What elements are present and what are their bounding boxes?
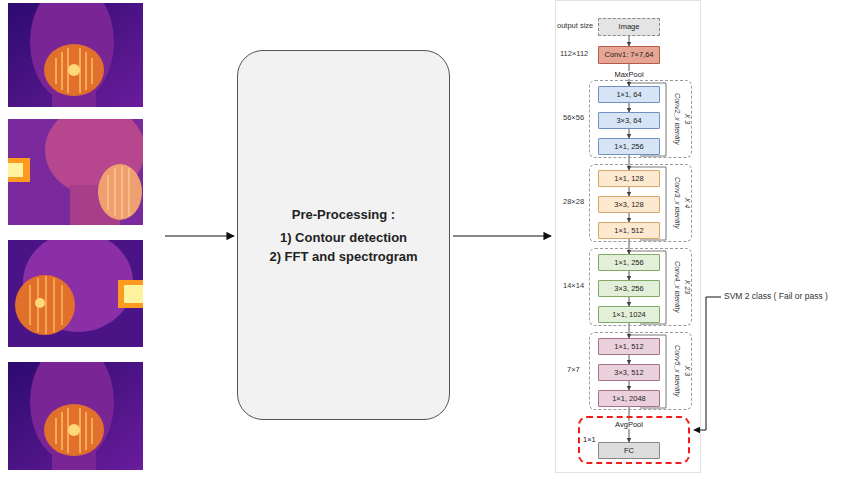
residual-group: Conv5_x identityX 3 1×1, 512 3×3, 512 1×1, … [589, 332, 692, 410]
conv-box: 1×1, 128 [598, 170, 660, 187]
box-label: 3×3, 128 [614, 201, 643, 209]
conv-box: 1×1, 64 [598, 86, 660, 103]
thermal-image [8, 119, 143, 225]
arrow-connector [629, 187, 630, 196]
output-size: 112×112 [560, 50, 588, 58]
repeat-count: X 4 [684, 198, 691, 209]
output-size: output size [557, 22, 593, 30]
flow-arrow [165, 235, 234, 236]
box-label: 1×1, 512 [614, 343, 643, 351]
conv-box: 1×1, 256 [598, 138, 660, 155]
edge-label: AvgPool [613, 420, 645, 428]
residual-group: Conv3_x identityX 4 1×1, 128 3×3, 128 1×1, … [589, 164, 692, 242]
stage-name: Conv3_x identity [674, 177, 681, 229]
output-size: 56×56 [563, 114, 584, 122]
residual-group: Conv2_x identityX 3 1×1, 64 3×3, 64 1×1, 25… [589, 80, 692, 158]
flow-arrow [453, 235, 551, 236]
conv-box: 3×3, 256 [598, 280, 660, 297]
thermal-image [8, 3, 143, 107]
arrow-connector [629, 213, 630, 222]
box-label: 1×1, 256 [614, 259, 643, 267]
conv-box: 3×3, 128 [598, 196, 660, 213]
box-label: 1×1, 1024 [612, 311, 646, 319]
residual-group: Conv4_x identityX 23 1×1, 256 3×3, 256 1×1,… [589, 248, 692, 326]
box-label: 3×3, 512 [614, 369, 643, 377]
box-label: Conv1: 7×7,64 [605, 51, 654, 59]
arrow-connector [629, 129, 630, 138]
box-label: Image [619, 23, 640, 31]
stage-name: Conv5_x identity [674, 345, 681, 397]
callout-label: SVM 2 class ( Fail or pass ) [724, 292, 828, 301]
edge-label: MaxPool [612, 71, 645, 79]
arrow-connector [629, 381, 630, 390]
arrow-connector [629, 271, 630, 280]
conv-box: 3×3, 64 [598, 112, 660, 129]
conv-box: 3×3, 512 [598, 364, 660, 381]
stage-name: Conv2_x identity [674, 93, 681, 145]
output-size: 1×1 [583, 436, 596, 444]
box-label: 1×1, 256 [614, 143, 643, 151]
box-label: 1×1, 512 [614, 227, 643, 235]
conv-box: 1×1, 1024 [598, 306, 660, 323]
conv-box: 1×1, 512 [598, 222, 660, 239]
thermal-image [8, 240, 143, 347]
repeat-count: X 23 [684, 280, 691, 294]
arrow-connector [629, 103, 630, 112]
step-text: 1) Contour detection [280, 230, 407, 245]
repeat-count: X 3 [684, 366, 691, 377]
box-label: 3×3, 256 [614, 285, 643, 293]
callout-arrow [694, 297, 721, 430]
arrow-connector [629, 297, 630, 306]
arrow-connector [629, 36, 630, 46]
box-label: 1×1, 64 [616, 91, 641, 99]
identity-skip [629, 83, 666, 408]
box-label: 1×1, 2048 [612, 395, 646, 403]
stage-name: Conv4_x identity [674, 261, 681, 313]
repeat-count: X 3 [684, 114, 691, 125]
arrow-connector [629, 355, 630, 364]
box-label: FC [624, 447, 634, 455]
output-size: 28×28 [563, 198, 584, 206]
conv-box: 1×1, 512 [598, 338, 660, 355]
step-text: 2) FFT and spectrogram [269, 249, 417, 264]
output-size: 14×14 [563, 282, 584, 290]
process-box: Pre-Processing : 1) Contour detection 2) F… [237, 50, 450, 420]
network-panel [556, 1, 701, 473]
conv-box: 1×1, 2048 [598, 390, 660, 407]
box-label: 3×3, 64 [616, 117, 641, 125]
thermal-image [8, 362, 143, 470]
output-size: 7×7 [567, 366, 580, 374]
input-box: Image [598, 18, 660, 36]
box-heading: Pre-Processing : [292, 207, 395, 222]
fc-box: FC [598, 442, 660, 459]
box-label: 1×1, 128 [614, 175, 643, 183]
conv-box: 1×1, 256 [598, 254, 660, 271]
conv-box: Conv1: 7×7,64 [598, 46, 660, 64]
